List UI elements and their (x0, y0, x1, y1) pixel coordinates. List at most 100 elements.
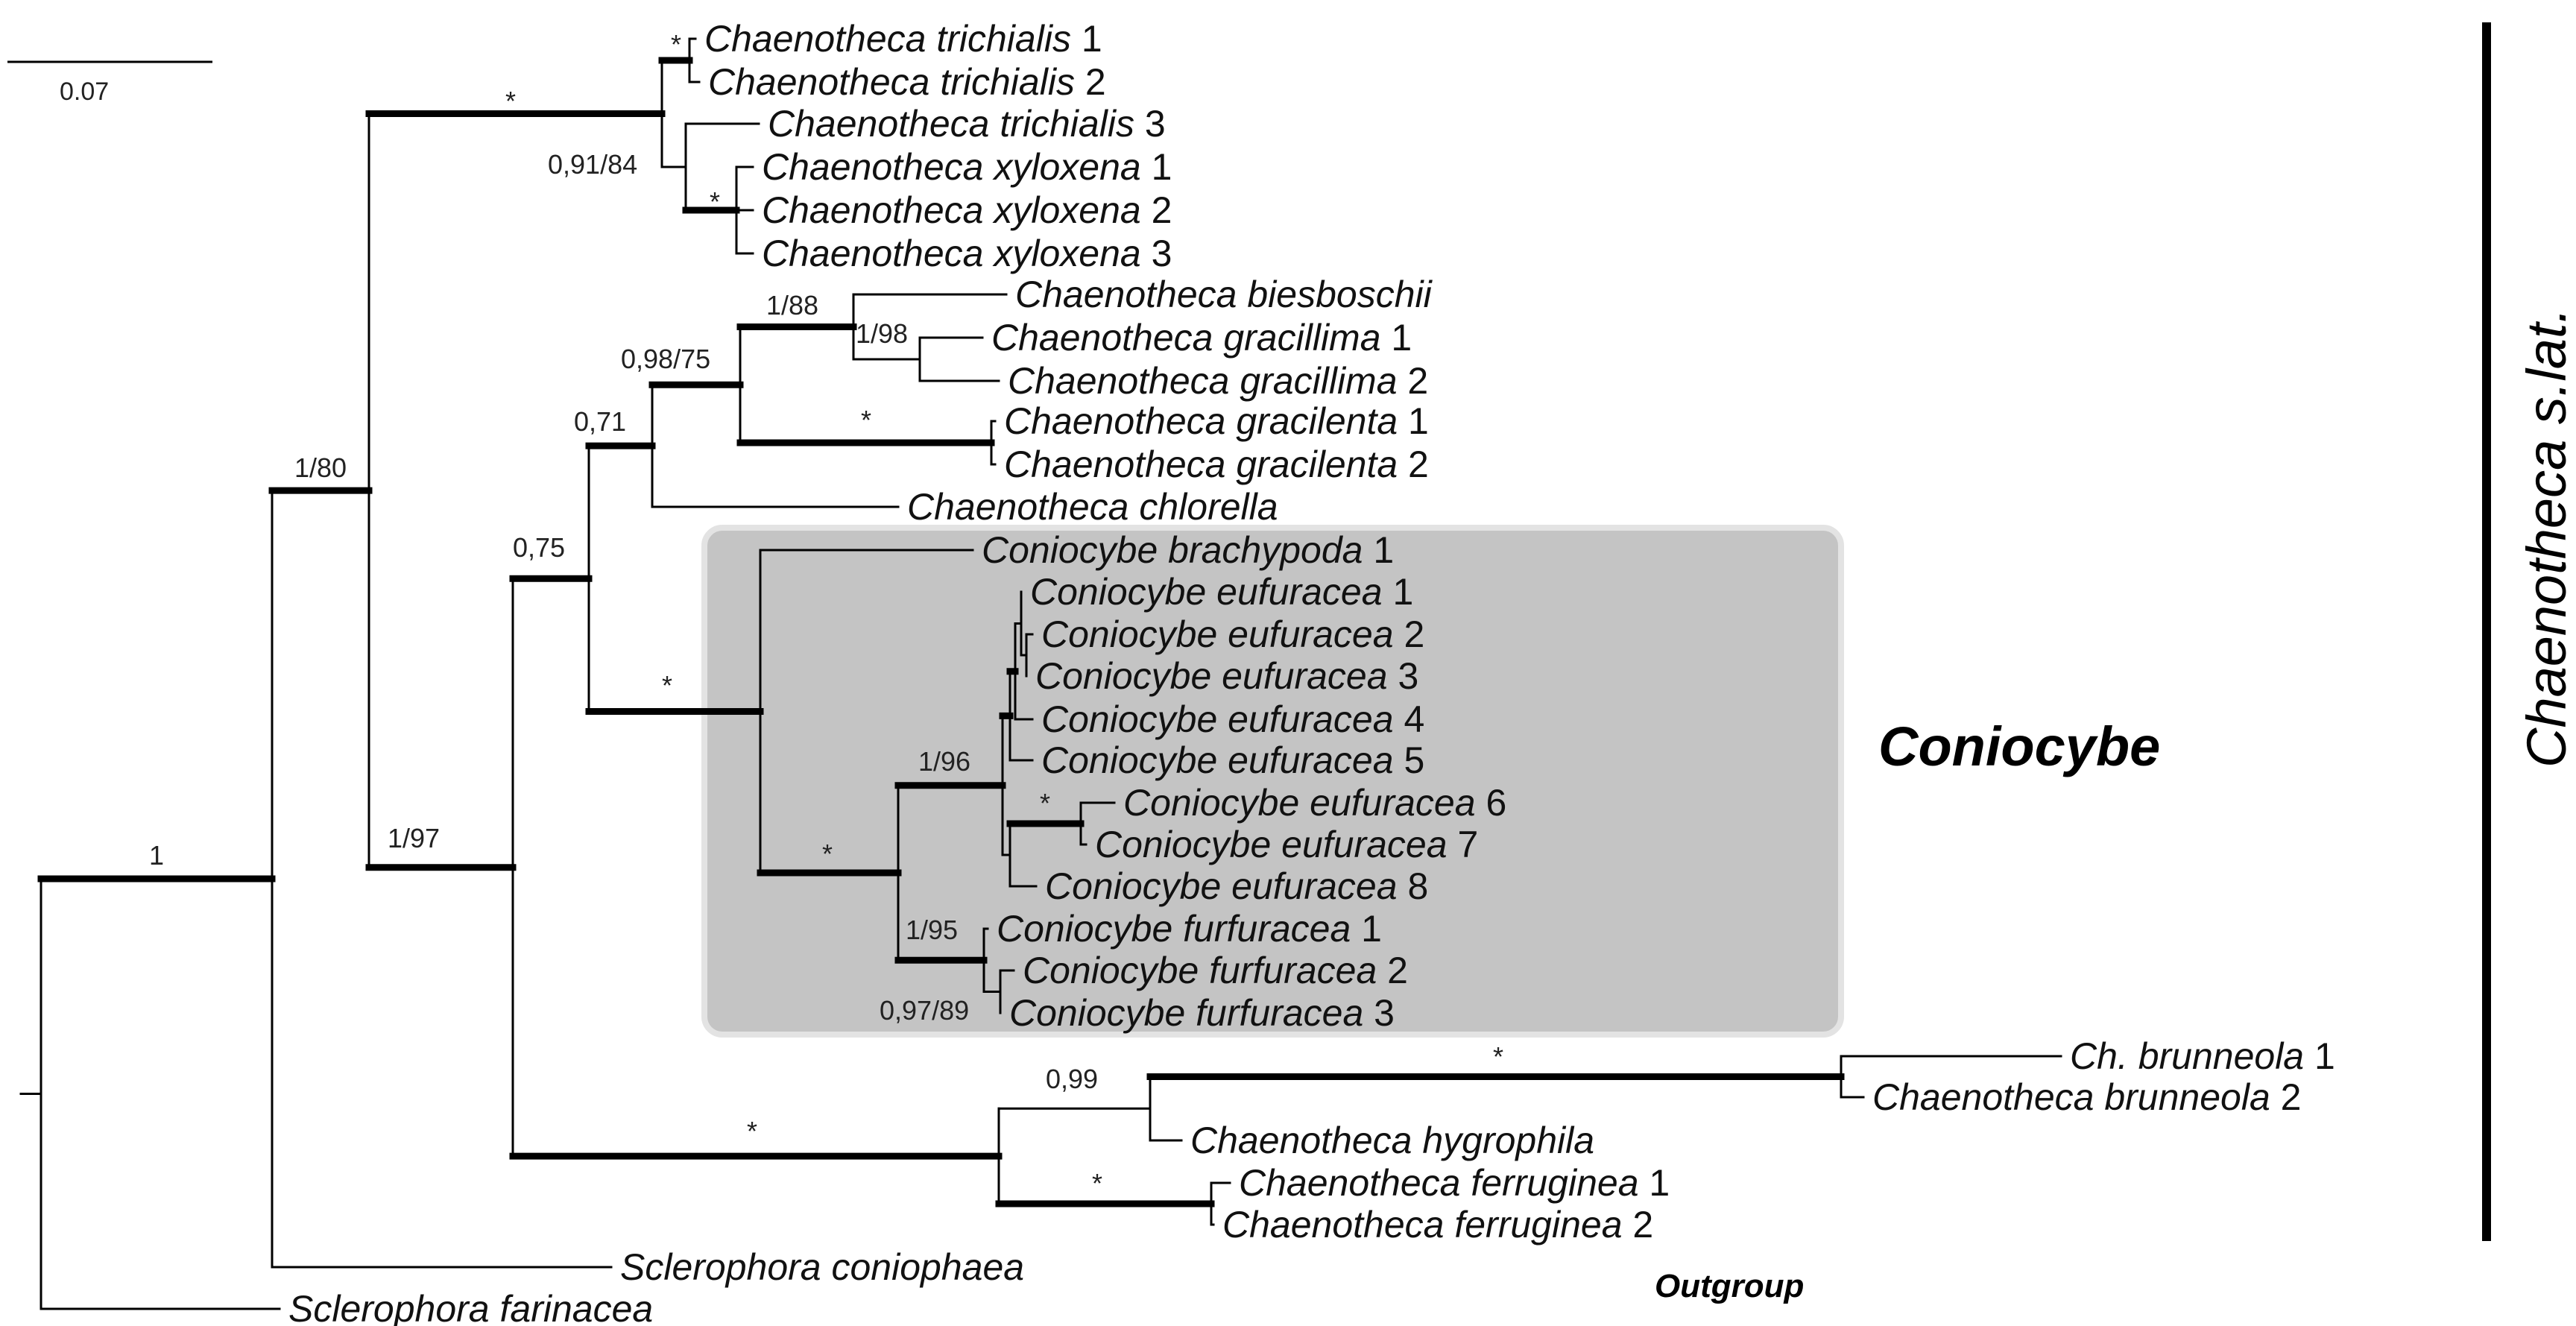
tip-number: 4 (1394, 698, 1425, 740)
tip-genus: Coniocybe eufuracea (1045, 865, 1398, 907)
tip-label: Coniocybe eufuracea 8 (1045, 865, 1428, 907)
tip-genus: Coniocybe eufuracea (1030, 571, 1383, 613)
tip-label: Chaenotheca ferruginea 1 (1239, 1162, 1670, 1204)
coniocybe-clade-box (701, 525, 1844, 1038)
support-value: 0,75 (513, 532, 565, 563)
tip-number: 2 (1394, 613, 1425, 655)
support-value: 1/80 (294, 452, 347, 483)
tip-genus: Chaenotheca trichialis (768, 103, 1134, 145)
tip-number: 1 (1398, 400, 1429, 442)
tip-number: 2 (1398, 443, 1429, 485)
tip-genus: Sclerophora coniophaea (620, 1246, 1024, 1288)
tip-number: 2 (1623, 1204, 1654, 1246)
tip-number: 1 (1141, 146, 1172, 188)
tip-number: 2 (1075, 61, 1106, 103)
tip-label: Chaenotheca gracillima 1 (991, 317, 1412, 359)
support-value: * (710, 186, 720, 217)
coniocybe-clade-label: Coniocybe (1878, 716, 2160, 777)
tip-label: Chaenotheca chlorella (907, 486, 1278, 528)
tip-genus: Chaenotheca gracilenta (1004, 443, 1398, 485)
tip-label: Coniocybe eufuracea 5 (1041, 739, 1424, 781)
tip-number: 1 (1351, 908, 1382, 950)
tip-label: Chaenotheca xyloxena 1 (762, 146, 1172, 188)
support-value: 1/97 (388, 823, 440, 853)
support-value: 1/88 (766, 290, 818, 321)
support-labels: **0,91/84*1/881/980,98/75*0,711/800,75*1… (149, 29, 1503, 1199)
support-value: * (822, 839, 833, 869)
tip-number: 1 (1639, 1162, 1670, 1204)
tip-genus: Coniocybe eufuracea (1095, 824, 1448, 865)
tip-genus: Chaenotheca chlorella (907, 486, 1278, 528)
tip-genus: Chaenotheca hygrophila (1190, 1120, 1594, 1161)
tip-number: 1 (1071, 18, 1102, 60)
tip-label: Sclerophora farinacea (288, 1288, 653, 1326)
tip-label: Coniocybe brachypoda 1 (982, 529, 1394, 571)
tip-label: Chaenotheca xyloxena 2 (762, 189, 1172, 231)
support-value: 1/95 (906, 915, 958, 945)
tip-genus: Chaenotheca xyloxena (762, 189, 1141, 231)
tip-label: Chaenotheca brunneola 2 (1872, 1076, 2301, 1118)
tip-genus: Chaenotheca xyloxena (762, 233, 1141, 274)
support-value: * (1493, 1041, 1503, 1072)
tip-label: Coniocybe furfuracea 2 (1023, 950, 1408, 991)
tip-label: Coniocybe furfuracea 3 (1009, 992, 1395, 1034)
tip-genus: Coniocybe brachypoda (982, 529, 1363, 571)
tip-label: Sclerophora coniophaea (620, 1246, 1024, 1288)
tip-genus: Chaenotheca ferruginea (1222, 1204, 1623, 1246)
tip-number: 2 (1141, 189, 1172, 231)
tip-label: Chaenotheca biesboschii (1015, 274, 1433, 315)
tip-label: Chaenotheca gracilenta 1 (1004, 400, 1429, 442)
tip-number: 1 (1363, 529, 1394, 571)
tip-label: Chaenotheca ferruginea 2 (1222, 1204, 1653, 1246)
support-value: 1 (149, 840, 164, 871)
tip-label: Chaenotheca trichialis 3 (768, 103, 1166, 145)
tip-label: Ch. brunneola 1 (2070, 1035, 2335, 1077)
support-value: * (1092, 1168, 1102, 1199)
tip-label: Coniocybe furfuracea 1 (997, 908, 1382, 950)
scale-bar-label: 0.07 (60, 78, 109, 106)
tip-number: 3 (1141, 233, 1172, 274)
tip-genus: Chaenotheca trichialis (708, 61, 1075, 103)
support-value: * (1040, 788, 1050, 818)
tip-number: 3 (1388, 655, 1419, 697)
tip-label: Chaenotheca gracillima 2 (1008, 360, 1428, 402)
support-value: * (505, 86, 516, 116)
tip-genus: Coniocybe furfuracea (997, 908, 1351, 950)
chaenotheca-group-label: Chaenotheca s.lat. (2516, 308, 2576, 768)
tip-genus: Coniocybe eufuracea (1041, 739, 1394, 781)
support-value: 1/96 (918, 746, 970, 777)
support-value: 0,71 (574, 406, 626, 437)
tip-genus: Chaenotheca trichialis (704, 18, 1071, 60)
outgroup-label: Outgroup (1655, 1268, 1804, 1304)
support-value: * (861, 405, 871, 435)
tip-genus: Chaenotheca xyloxena (762, 146, 1141, 188)
tip-label: Coniocybe eufuracea 1 (1030, 571, 1413, 613)
tip-genus: Coniocybe furfuracea (1009, 992, 1363, 1034)
support-value: * (671, 29, 681, 60)
tip-label: Coniocybe eufuracea 4 (1041, 698, 1424, 740)
tip-label: Chaenotheca gracilenta 2 (1004, 443, 1429, 485)
support-value: 0,91/84 (548, 149, 637, 180)
tip-number: 2 (1377, 950, 1408, 991)
support-value: 1/98 (856, 318, 908, 349)
tip-genus: Coniocybe eufuracea (1041, 613, 1394, 655)
tip-label: Coniocybe eufuracea 2 (1041, 613, 1424, 655)
tip-number: 6 (1476, 782, 1507, 824)
tip-label: Chaenotheca trichialis 2 (708, 61, 1106, 103)
tip-label: Coniocybe eufuracea 6 (1123, 782, 1506, 824)
tip-genus: Coniocybe furfuracea (1023, 950, 1377, 991)
tip-genus: Coniocybe eufuracea (1035, 655, 1388, 697)
tip-genus: Chaenotheca ferruginea (1239, 1162, 1639, 1204)
support-value: * (662, 670, 672, 701)
tip-number: 3 (1134, 103, 1166, 145)
tip-number: 2 (2270, 1076, 2302, 1118)
tip-genus: Ch. brunneola (2070, 1035, 2304, 1077)
tip-label: Coniocybe eufuracea 7 (1095, 824, 1478, 865)
support-value: * (747, 1116, 757, 1146)
tip-number: 1 (1381, 317, 1412, 359)
tip-number: 2 (1398, 360, 1429, 402)
tip-genus: Chaenotheca biesboschii (1015, 274, 1433, 315)
tip-label: Coniocybe eufuracea 3 (1035, 655, 1418, 697)
